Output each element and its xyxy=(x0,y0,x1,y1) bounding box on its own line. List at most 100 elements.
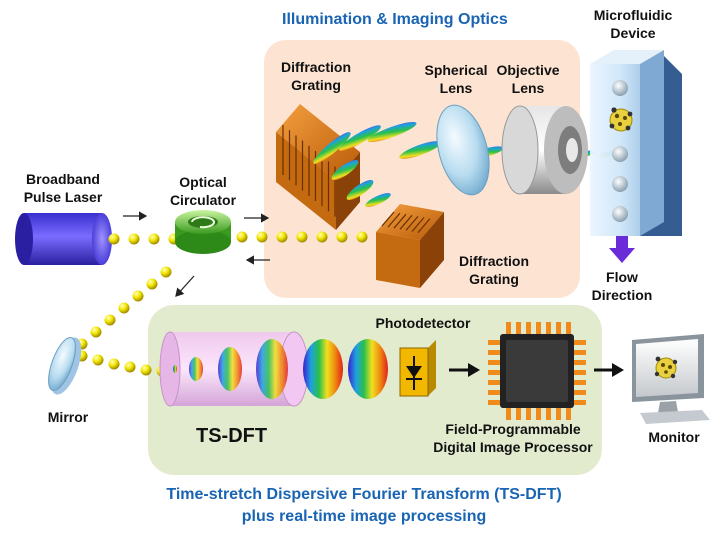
chip-pin xyxy=(488,350,502,355)
objective-lens-icon xyxy=(501,105,588,195)
chip-pin xyxy=(546,406,551,420)
pulse-dot xyxy=(128,233,140,245)
fpga-label: Field-Programmable Digital Image Process… xyxy=(424,420,602,456)
grating-groove xyxy=(381,211,395,227)
stretched-pulse-1 xyxy=(303,339,343,399)
pulse-dot xyxy=(118,302,130,314)
grating-groove xyxy=(411,217,425,232)
pulse-dot xyxy=(296,231,308,243)
pulse-dot xyxy=(316,231,328,243)
chip-pin xyxy=(536,406,541,420)
flow-arrow-icon xyxy=(609,236,635,263)
grating-groove xyxy=(417,218,431,233)
spherical-lens-line-1: Spherical xyxy=(424,62,488,78)
grating-groove xyxy=(399,214,413,230)
chip-pin xyxy=(572,400,586,405)
pulse-dot xyxy=(276,231,288,243)
chip-pin xyxy=(572,340,586,345)
chip-pin xyxy=(488,340,502,345)
broadband-line-1: Broadband xyxy=(26,171,100,187)
chip-pin xyxy=(572,380,586,385)
chip-pin xyxy=(488,370,502,375)
microfluidic-line-1: Microfluidic xyxy=(593,7,673,23)
tsdft-label: TS-DFT xyxy=(196,425,268,447)
objective-lens-label: Objective Lens xyxy=(488,61,568,97)
diffraction-top-label: Diffraction Grating xyxy=(270,58,362,94)
broadband-laser-label: Broadband Pulse Laser xyxy=(10,170,116,206)
spherical-lens-icon xyxy=(436,104,490,196)
pulse-dot xyxy=(108,233,120,245)
monitor-icon xyxy=(632,334,710,424)
diffraction-bottom-line-2: Grating xyxy=(469,271,519,287)
chip-pin xyxy=(572,360,586,365)
chip-pin xyxy=(488,360,502,365)
diffraction-bottom-label: Diffraction Grating xyxy=(448,252,540,288)
diffraction-top-line-2: Grating xyxy=(291,77,341,93)
pulse-dot xyxy=(160,266,172,278)
chip-pin xyxy=(506,322,511,336)
diffraction-top-line-1: Diffraction xyxy=(281,59,351,75)
laser-icon xyxy=(15,213,112,265)
chip-pin xyxy=(556,322,561,336)
mirror-label: Mirror xyxy=(47,409,89,425)
spherical-lens-line-2: Lens xyxy=(439,80,473,96)
arrow-circ-to-mirror xyxy=(175,275,195,297)
objective-lens-line-2: Lens xyxy=(511,80,545,96)
optical-circulator-label: Optical Circulator xyxy=(160,173,246,209)
microfluidic-label: Microfluidic Device xyxy=(578,6,688,42)
chip-pin xyxy=(526,322,531,336)
chip-pin xyxy=(488,390,502,395)
pulse-dot xyxy=(92,354,104,366)
pulse-dot xyxy=(104,314,116,326)
diffraction-bottom-line-1: Diffraction xyxy=(459,253,529,269)
pulse-dot xyxy=(236,231,248,243)
photodetector-label: Photodetector xyxy=(375,315,471,331)
pulse-dot xyxy=(140,364,152,376)
arrow-fpga-to-monitor xyxy=(594,363,624,377)
microfluidic-device-icon xyxy=(590,50,682,236)
circulator-line-2: Circulator xyxy=(169,192,237,208)
diffraction-grating-bottom-icon xyxy=(376,204,444,288)
objective-lens-line-1: Objective xyxy=(496,62,560,78)
diffraction-grating-top-icon xyxy=(276,104,360,230)
pulse-dot xyxy=(256,231,268,243)
monitor-cell-icon xyxy=(654,356,678,379)
pulse-dot xyxy=(90,326,102,338)
chip-pin xyxy=(506,406,511,420)
chip-pin xyxy=(566,406,571,420)
flow-line-2: Direction xyxy=(591,287,653,303)
circulator-icon xyxy=(175,210,231,254)
chip-pin xyxy=(516,322,521,336)
photodetector-icon xyxy=(399,340,436,397)
pulse-dot xyxy=(132,290,144,302)
pulse-dot xyxy=(148,233,160,245)
circulator-line-1: Optical xyxy=(179,174,227,190)
grating-groove xyxy=(405,216,419,231)
flow-direction-label: Flow Direction xyxy=(582,268,662,304)
grating-groove xyxy=(387,212,401,228)
chip-pin xyxy=(488,400,502,405)
pulse-dot xyxy=(108,358,120,370)
chip-pin xyxy=(488,380,502,385)
stretched-pulse-2 xyxy=(348,339,388,399)
chip-pin xyxy=(566,322,571,336)
fpga-line-1: Field-Programmable xyxy=(445,421,581,437)
pulse-dot xyxy=(124,361,136,373)
pulse-train xyxy=(76,231,368,377)
microfluidic-line-2: Device xyxy=(610,25,656,41)
fpga-line-2: Digital Image Processor xyxy=(433,439,593,455)
broadband-line-2: Pulse Laser xyxy=(23,189,103,205)
chip-pin xyxy=(516,406,521,420)
caption-line-1: Time-stretch Dispersive Fourier Transfor… xyxy=(166,486,562,503)
chip-pin xyxy=(546,322,551,336)
dispersive-fiber-icon xyxy=(159,331,309,407)
chip-pin xyxy=(572,350,586,355)
chip-pin xyxy=(536,322,541,336)
flow-line-1: Flow xyxy=(606,269,638,285)
chip-pin xyxy=(572,370,586,375)
pulse-dot xyxy=(146,278,158,290)
fpga-chip-icon xyxy=(488,322,586,420)
chip-pin xyxy=(572,390,586,395)
illumination-title: Illumination & Imaging Optics xyxy=(282,11,508,28)
